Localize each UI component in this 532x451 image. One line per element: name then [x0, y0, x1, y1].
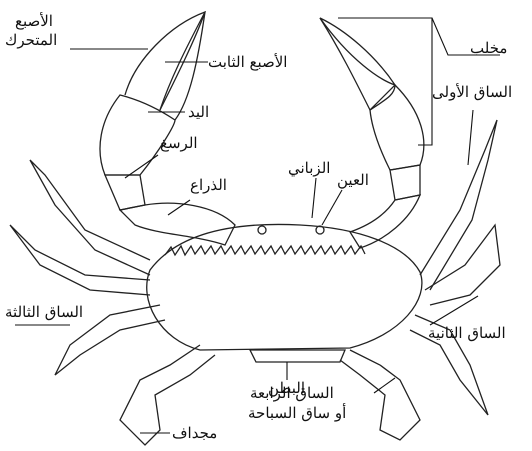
label-paddle: مجداف — [172, 425, 217, 442]
label-arm: الذراع — [190, 177, 227, 194]
leader-antenna — [312, 178, 316, 218]
right-arm — [350, 195, 420, 248]
label-antenna: الزباني — [288, 160, 330, 177]
label-fourth-leg-line2: أو ساق السباحة — [248, 405, 346, 422]
abdomen-shape — [250, 350, 345, 362]
right-claw-movable-finger — [320, 18, 395, 85]
left-arm — [120, 203, 235, 245]
leader-claw-bracket — [338, 18, 500, 145]
label-eye: العين — [337, 172, 369, 189]
label-movable-finger-line1: الأصبع — [15, 13, 53, 30]
label-fixed-finger: الأصبع الثابت — [208, 54, 287, 71]
leader-eye — [322, 190, 342, 225]
right-leg-4 — [340, 350, 420, 440]
left-wrist — [105, 175, 145, 210]
carapace-front-spines — [165, 246, 365, 255]
leader-second-leg — [430, 296, 478, 325]
leader-first-leg — [468, 110, 473, 165]
label-movable-finger-line2: المتحرك — [5, 32, 57, 49]
left-leg-2 — [10, 225, 150, 295]
label-claw: مخلب — [470, 40, 507, 57]
label-hand: اليد — [188, 104, 209, 121]
right-wrist — [390, 165, 420, 200]
label-fourth-leg-line1: الساق الرابعة — [250, 385, 334, 402]
leader-arm — [168, 200, 190, 215]
label-second-leg: الساق الثانية — [428, 325, 506, 342]
leader-fourth-leg — [374, 378, 395, 393]
label-first-leg: الساق الأولى — [432, 84, 512, 101]
right-hand — [370, 85, 424, 170]
label-third-leg: الساق الثالثة — [5, 304, 83, 321]
label-wrist: الرسغ — [160, 135, 198, 152]
carapace — [147, 224, 422, 350]
left-leg-1 — [30, 160, 150, 275]
leader-wrist — [125, 155, 158, 178]
eye-shape-left — [258, 226, 266, 234]
